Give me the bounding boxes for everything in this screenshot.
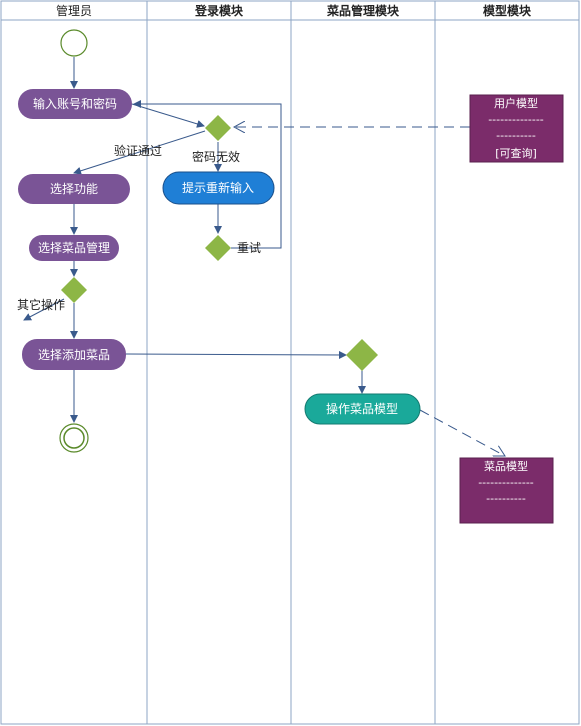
decision-retry [205, 235, 231, 261]
model-user-title: 用户模型 [494, 96, 538, 110]
edge-input-to-login-decision [131, 103, 205, 128]
node-operate-dish-model-label: 操作菜品模型 [326, 401, 398, 416]
model-box-user [469, 94, 564, 163]
lane-title-admin: 管理员 [56, 3, 92, 18]
node-input-credentials [18, 89, 132, 119]
end-node-inner [63, 427, 85, 449]
model-user-line3: [可查询] [495, 146, 537, 160]
label-invalid-password: 密码无效 [192, 149, 240, 164]
model-dish-title: 菜品模型 [484, 459, 528, 473]
edge-other-ops [23, 298, 65, 321]
node-select-function-label: 选择功能 [50, 182, 98, 196]
edge-verified-to-select-function [73, 130, 206, 175]
node-prompt-reenter [162, 171, 275, 205]
label-verified: 验证通过 [114, 143, 162, 158]
lane-title-model: 模型模块 [483, 3, 532, 18]
decision-login [205, 115, 231, 141]
model-box-dish [459, 457, 554, 524]
decision-admin-choice [61, 277, 87, 303]
model-dish-line1: -------------- [478, 476, 534, 489]
label-retry: 重试 [237, 240, 261, 255]
node-select-dish-mgmt [29, 235, 119, 261]
model-user-line1: -------------- [488, 113, 544, 126]
node-select-function [18, 174, 130, 204]
start-node [60, 29, 88, 57]
model-user-line2: ---------- [496, 129, 536, 142]
node-prompt-reenter-label: 提示重新输入 [182, 180, 254, 195]
decision-merge [346, 339, 378, 371]
node-select-dish-mgmt-label: 选择菜品管理 [38, 240, 110, 255]
lane-title-dish-mgmt: 菜品管理模块 [326, 3, 400, 18]
model-dish-line2: ---------- [486, 492, 526, 505]
edge-retry-loop [133, 100, 282, 249]
lane-title-login: 登录模块 [194, 3, 244, 18]
node-select-add-dish [22, 339, 126, 370]
edge-add-dish-to-merge [125, 350, 347, 359]
edge-dish-model-dependency [419, 409, 505, 456]
node-input-credentials-label: 输入账号和密码 [33, 96, 117, 111]
label-other-ops: 其它操作 [17, 297, 65, 312]
node-operate-dish-model [304, 393, 421, 425]
node-select-add-dish-label: 选择添加菜品 [38, 348, 110, 362]
